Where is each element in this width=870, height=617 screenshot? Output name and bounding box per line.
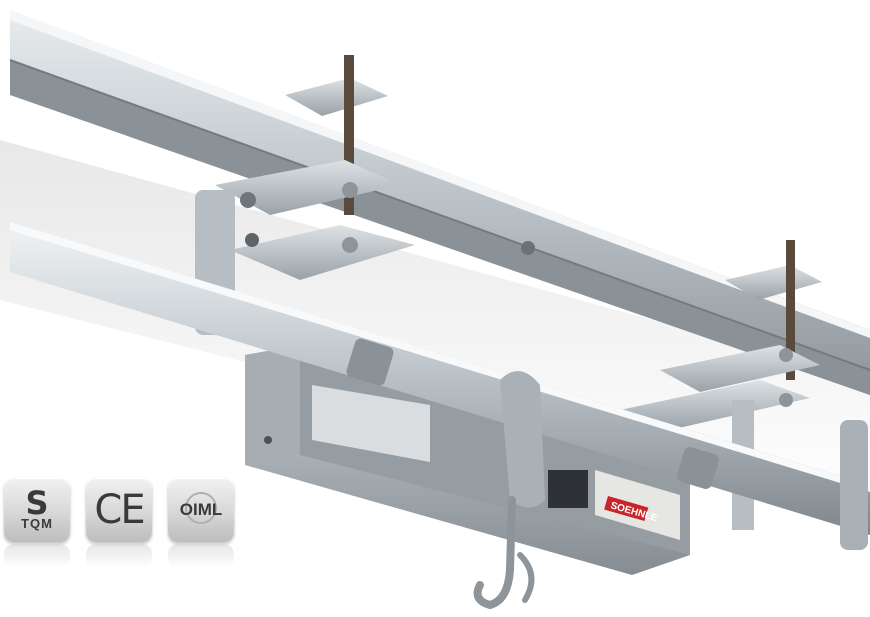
ce-mark-icon: CE (94, 487, 145, 533)
right-bracket (840, 420, 868, 550)
badge-reflection (4, 544, 70, 568)
ce-certification-badge: CE (86, 478, 152, 568)
oiml-label: OIML (179, 500, 223, 519)
overhead-rail (9, 10, 870, 395)
tqm-certification-badge: S TQM (4, 478, 70, 568)
tqm-label: TQM (21, 516, 53, 531)
hook (473, 371, 545, 610)
badge-reflection (86, 544, 152, 568)
tqm-icon: S (25, 484, 49, 522)
weighing-pipe (10, 222, 870, 535)
badge-reflection (168, 544, 234, 568)
oiml-certification-badge: OIML (168, 478, 234, 568)
weighing-housing: SOEHNLE (245, 345, 690, 575)
oiml-icon (185, 492, 217, 524)
